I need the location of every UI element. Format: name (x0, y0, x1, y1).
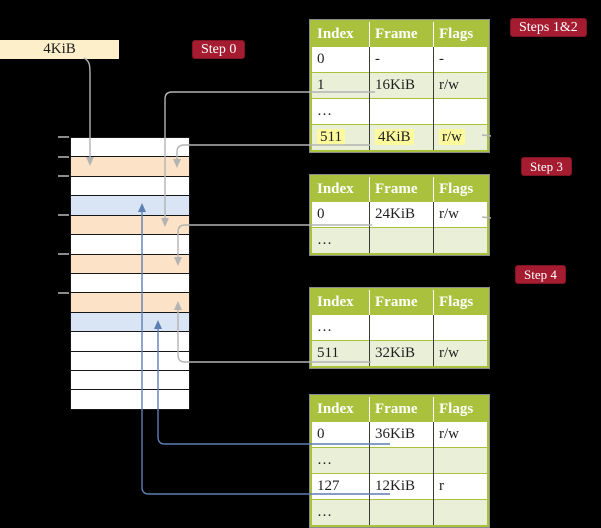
table-cell (369, 98, 434, 125)
column-header: Index (311, 21, 370, 47)
column-header: Frame (369, 21, 434, 47)
table-cell: r/w (433, 340, 488, 367)
column-header: Index (311, 176, 370, 202)
badge-steps-1-2: Steps 1&2 (510, 18, 587, 37)
table-cell: r/w (433, 201, 488, 228)
table-cell: - (369, 46, 434, 73)
column-header: Frame (369, 396, 434, 422)
highlighted-value: r/w (439, 129, 465, 145)
highlighted-value: 4KiB (375, 129, 414, 145)
memory-row-3-blue (71, 195, 189, 215)
table-cell: 0 (311, 46, 370, 73)
column-header: Flags (433, 21, 488, 47)
table-cell (433, 227, 488, 254)
memory-row-13-white (71, 389, 189, 409)
table-cell: … (311, 227, 370, 254)
table-cell: r/w (433, 72, 488, 99)
table-cell: - (433, 46, 488, 73)
table-row: … (311, 98, 488, 125)
memory-row-5-white (71, 234, 189, 254)
memory-row-0-white (71, 138, 189, 157)
memory-tick (58, 136, 69, 138)
table-cell: 511 (311, 340, 370, 367)
table-cell: … (311, 98, 370, 125)
table-cell: 1 (311, 72, 370, 99)
table-cell: … (311, 314, 370, 341)
table-cell (433, 98, 488, 125)
table-cell: 127 (311, 473, 370, 500)
highlighted-value: 511 (317, 129, 345, 145)
memory-row-8-peach (71, 292, 189, 312)
badge-step-4: Step 4 (515, 265, 566, 284)
column-header: Flags (433, 396, 488, 422)
table-cell: 0 (311, 201, 370, 228)
memory-tick (58, 292, 69, 294)
column-header: Index (311, 396, 370, 422)
memory-row-12-white (71, 370, 189, 390)
table-cell: r/w (433, 421, 488, 448)
memory-row-11-white (71, 350, 189, 371)
table-cell (369, 499, 434, 526)
memory-row-7-white (71, 272, 189, 293)
memory-row-1-peach (71, 156, 189, 176)
column-header: Frame (369, 176, 434, 202)
badge-step-0: Step 0 (192, 40, 246, 59)
table-cell (369, 314, 434, 341)
table-cell: … (311, 447, 370, 474)
memory-tick (58, 156, 69, 158)
table-cell: 4KiB (369, 124, 434, 151)
badge-step-3: Step 3 (521, 157, 572, 176)
table-cell: 0 (311, 421, 370, 448)
table-row: 511 4KiB r/w (311, 124, 488, 151)
table-cell: 12KiB (369, 473, 434, 500)
table-cell (369, 447, 434, 474)
memory-row-9-blue (71, 311, 189, 332)
table-row: … (311, 314, 488, 341)
table-row: … (311, 499, 488, 526)
column-header: Index (311, 289, 370, 315)
memory-tick (58, 253, 69, 255)
table-cell (433, 499, 488, 526)
table-cell: 36KiB (369, 421, 434, 448)
memory-tick (58, 214, 69, 216)
table-row: … (311, 227, 488, 254)
column-header: Flags (433, 176, 488, 202)
table-cell: 16KiB (369, 72, 434, 99)
table-cell: r/w (433, 124, 488, 151)
table-row: 0-- (311, 46, 488, 73)
table-cell: r (433, 473, 488, 500)
memory-column (70, 137, 190, 410)
table-cell (433, 314, 488, 341)
frame-size-label: 4KiB (0, 40, 119, 59)
table-row: … (311, 447, 488, 474)
column-header: Frame (369, 289, 434, 315)
memory-row-6-peach (71, 253, 189, 273)
table-cell (433, 447, 488, 474)
table-cell: 511 (311, 124, 370, 151)
memory-row-2-white (71, 175, 189, 196)
table-cell: 32KiB (369, 340, 434, 367)
memory-row-4-peach (71, 214, 189, 235)
table-cell: 24KiB (369, 201, 434, 228)
column-header: Flags (433, 289, 488, 315)
memory-row-10-white (71, 331, 189, 351)
table-cell (369, 227, 434, 254)
memory-tick (58, 175, 69, 177)
table-cell: … (311, 499, 370, 526)
